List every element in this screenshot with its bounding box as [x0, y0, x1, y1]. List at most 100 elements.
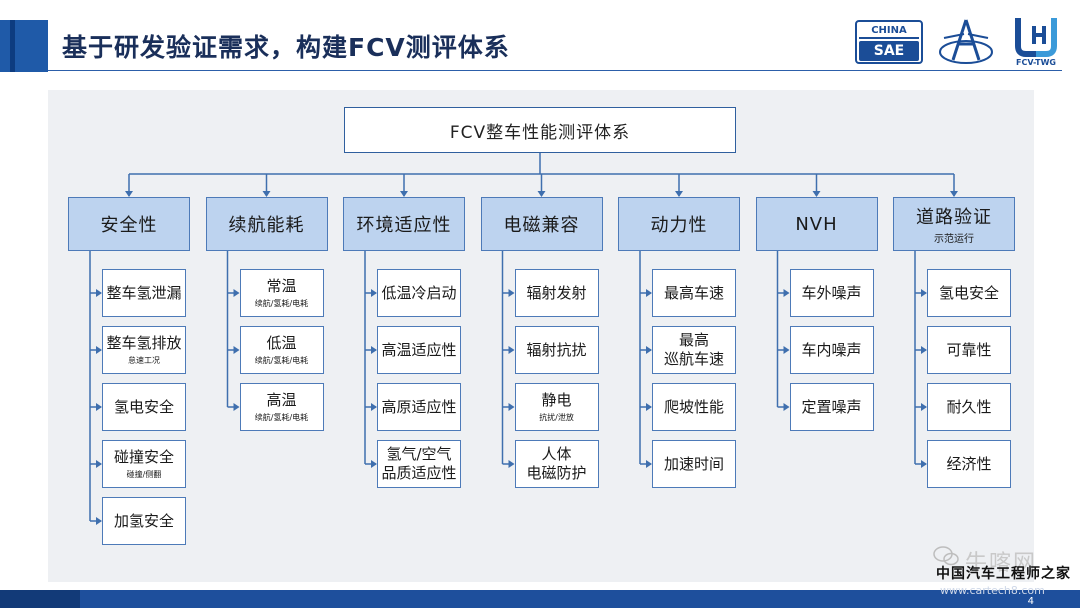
category-arrow	[400, 191, 408, 197]
leaf-node: 人体电磁防护	[514, 440, 599, 488]
wechat-icon	[933, 546, 959, 566]
category-node: 环境适应性	[343, 197, 465, 251]
leaf-node: 常温续航/氢耗/电耗	[239, 269, 324, 317]
leaf-arrow	[508, 289, 515, 297]
leaf-node: 车内噪声	[789, 326, 874, 374]
fcv-logo-mark	[1015, 18, 1057, 57]
leaf-node: 定置噪声	[789, 383, 874, 431]
leaf-arrow	[921, 289, 927, 297]
leaf-node: 高温适应性	[377, 326, 461, 374]
china-sae-logo: CHINA SAE	[855, 20, 923, 64]
leaf-label: 定置噪声	[801, 397, 862, 416]
leaf-label: 辐射发射	[526, 283, 587, 302]
leaf-arrow	[371, 460, 377, 468]
leaf-arrow	[921, 403, 927, 411]
category-node: 安全性	[68, 197, 190, 251]
leaf-label: 车内噪声	[801, 340, 862, 359]
leaf-label: 耐久性	[946, 397, 992, 416]
leaf-label: 高温	[266, 391, 297, 409]
leaf-arrow	[646, 460, 652, 468]
leaf-label: 低温冷启动	[381, 283, 457, 302]
leaf-arrow	[233, 403, 240, 411]
page-title: 基于研发验证需求，构建FCV测评体系	[62, 33, 510, 62]
leaf-label: 爬坡性能	[663, 397, 724, 416]
leaf-arrow	[96, 460, 102, 468]
leaf-label: 氢气/空气品质适应性	[381, 445, 457, 482]
category-arrow	[675, 191, 683, 197]
category-label: 安全性	[100, 215, 158, 236]
leaf-arrow	[96, 517, 102, 525]
leaf-arrow	[233, 289, 240, 297]
category-label: 环境适应性	[356, 215, 452, 236]
leaf-node: 低温冷启动	[377, 269, 461, 317]
category-node: NVH	[755, 197, 878, 251]
leaf-label: 高温适应性	[381, 340, 457, 359]
leaf-node: 氢气/空气品质适应性	[377, 440, 461, 488]
leaf-arrow	[646, 289, 652, 297]
leaf-arrow	[783, 346, 790, 354]
leaf-label: 氢电安全	[113, 397, 174, 416]
watermark-url: www.cartech8.com	[940, 584, 1045, 597]
leaf-arrow	[783, 289, 790, 297]
category-node: 续航能耗	[205, 197, 328, 251]
watermark-brand: 牛喀网	[965, 551, 1038, 576]
leaf-arrow	[508, 403, 515, 411]
leaf-node: 加氢安全	[102, 497, 186, 545]
leaf-arrow	[646, 403, 652, 411]
leaf-note: 续航/氢耗/电耗	[254, 299, 309, 308]
leaf-label: 氢电安全	[938, 283, 999, 302]
leaf-node: 氢电安全	[102, 383, 186, 431]
leaf-note: 怠速工况	[128, 356, 160, 365]
leaf-node: 辐射抗扰	[514, 326, 599, 374]
leaf-node: 车外噪声	[789, 269, 874, 317]
leaf-arrow	[508, 460, 515, 468]
leaf-label: 低温	[266, 334, 297, 352]
category-arrow	[125, 191, 133, 197]
leaf-arrow	[783, 403, 790, 411]
leaf-arrow	[96, 289, 102, 297]
leaf-label: 整车氢泄漏	[106, 283, 182, 302]
leaf-arrow	[371, 403, 377, 411]
leaf-label: 碰撞安全	[113, 448, 174, 466]
leaf-node: 加速时间	[652, 440, 736, 488]
leaf-note: 续航/氢耗/电耗	[254, 413, 309, 422]
category-arrow	[950, 191, 958, 197]
leaf-label: 加氢安全	[113, 511, 174, 530]
leaf-node: 最高车速	[652, 269, 736, 317]
leaf-arrow	[921, 346, 927, 354]
leaf-label: 整车氢排放	[106, 334, 182, 352]
leaf-node: 高原适应性	[377, 383, 461, 431]
leaf-node: 低温续航/氢耗/电耗	[239, 326, 324, 374]
leaf-label: 车外噪声	[801, 283, 862, 302]
category-arrow	[537, 191, 546, 197]
leaf-node: 碰撞安全碰撞/侧翻	[102, 440, 186, 488]
category-arrow	[812, 191, 821, 197]
category-arrow	[262, 191, 271, 197]
category-node: 动力性	[618, 197, 740, 251]
leaf-node: 整车氢泄漏	[102, 269, 186, 317]
category-sublabel: 示范运行	[934, 234, 974, 245]
root-node: FCV整车性能测评体系	[344, 107, 736, 153]
leaf-arrow	[233, 346, 240, 354]
leaf-arrow	[508, 346, 515, 354]
leaf-node: 耐久性	[927, 383, 1011, 431]
leaf-note: 碰撞/侧翻	[126, 470, 162, 479]
leaf-node: 经济性	[927, 440, 1011, 488]
leaf-node: 高温续航/氢耗/电耗	[239, 383, 324, 431]
header-divider	[48, 70, 1062, 71]
category-label: NVH	[795, 213, 838, 235]
tatc-logo	[939, 19, 993, 64]
leaf-node: 整车氢排放怠速工况	[102, 326, 186, 374]
leaf-label: 可靠性	[946, 340, 992, 359]
sae-logo-bottom-text: SAE	[859, 41, 919, 61]
leaf-arrow	[96, 346, 102, 354]
page-number: 4	[1027, 596, 1034, 607]
leaf-node: 静电抗扰/泄放	[514, 383, 599, 431]
category-label: 道路验证	[916, 207, 992, 228]
category-label: 续航能耗	[228, 215, 305, 236]
category-label: 动力性	[650, 215, 708, 236]
leaf-label: 高原适应性	[381, 397, 457, 416]
leaf-node: 可靠性	[927, 326, 1011, 374]
leaf-arrow	[371, 346, 377, 354]
